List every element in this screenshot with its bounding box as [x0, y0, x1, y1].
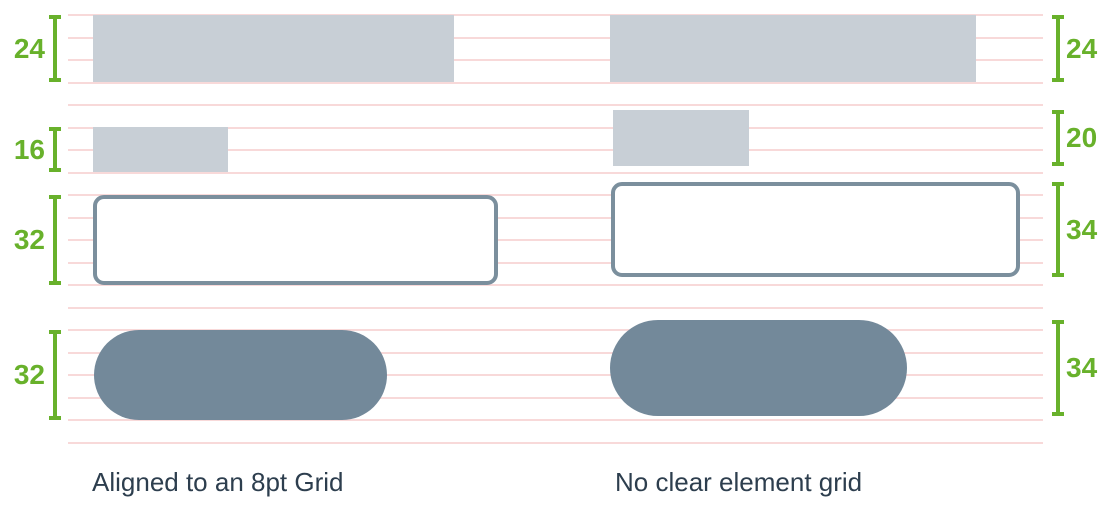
- grid-line: [68, 239, 1043, 241]
- grid-line: [68, 36, 1043, 39]
- grid-line: [68, 419, 1043, 421]
- grid-line: [68, 104, 1043, 106]
- pill-32-aligned: [94, 330, 387, 420]
- caption-unaligned: No clear element grid: [615, 467, 863, 497]
- measurement-marker: [49, 127, 61, 172]
- measurement-marker: [1052, 15, 1064, 82]
- grid-line: [68, 284, 1043, 286]
- grid-line: [68, 126, 1043, 129]
- bar-24-aligned: [93, 15, 454, 82]
- measurement-value: 34: [1066, 213, 1098, 245]
- caption-aligned: Aligned to an 8pt Grid: [92, 467, 344, 497]
- grid-line: [68, 14, 1043, 16]
- grid-line: [68, 441, 1043, 444]
- measurement-value: 24: [13, 32, 45, 64]
- grid-line: [68, 59, 1043, 61]
- grid-line: [68, 194, 1043, 196]
- grid-line: [68, 216, 1043, 219]
- measurement-value: 32: [13, 359, 45, 390]
- outline-34-unaligned: [611, 182, 1020, 277]
- grid-line: [68, 329, 1043, 331]
- grid-line: [68, 306, 1043, 309]
- measurement-marker: [1052, 182, 1064, 277]
- grid-line: [68, 171, 1043, 174]
- outline-32-aligned: [93, 195, 498, 285]
- bar-24-unaligned: [610, 15, 976, 82]
- grid-line: [68, 374, 1043, 376]
- measurement-value: 24: [1066, 32, 1098, 64]
- bar-16-aligned: [93, 127, 228, 172]
- grid-line: [68, 396, 1043, 399]
- measurement-value: 20: [1066, 122, 1098, 153]
- measurement-marker: [1052, 320, 1064, 416]
- grid-line: [68, 261, 1043, 264]
- measurement-marker: [49, 15, 61, 82]
- measurement-value: 16: [13, 133, 45, 165]
- grid-line: [68, 351, 1043, 354]
- grid-line: [68, 81, 1043, 84]
- measurement-value: 32: [13, 224, 45, 255]
- bar-20-unaligned: [613, 110, 749, 166]
- pill-34-unaligned: [610, 320, 907, 416]
- measurement-marker: [49, 330, 61, 420]
- measurement-marker: [49, 195, 61, 285]
- grid-line: [68, 149, 1043, 151]
- measurement-value: 34: [1066, 352, 1098, 383]
- measurement-marker: [1052, 110, 1064, 166]
